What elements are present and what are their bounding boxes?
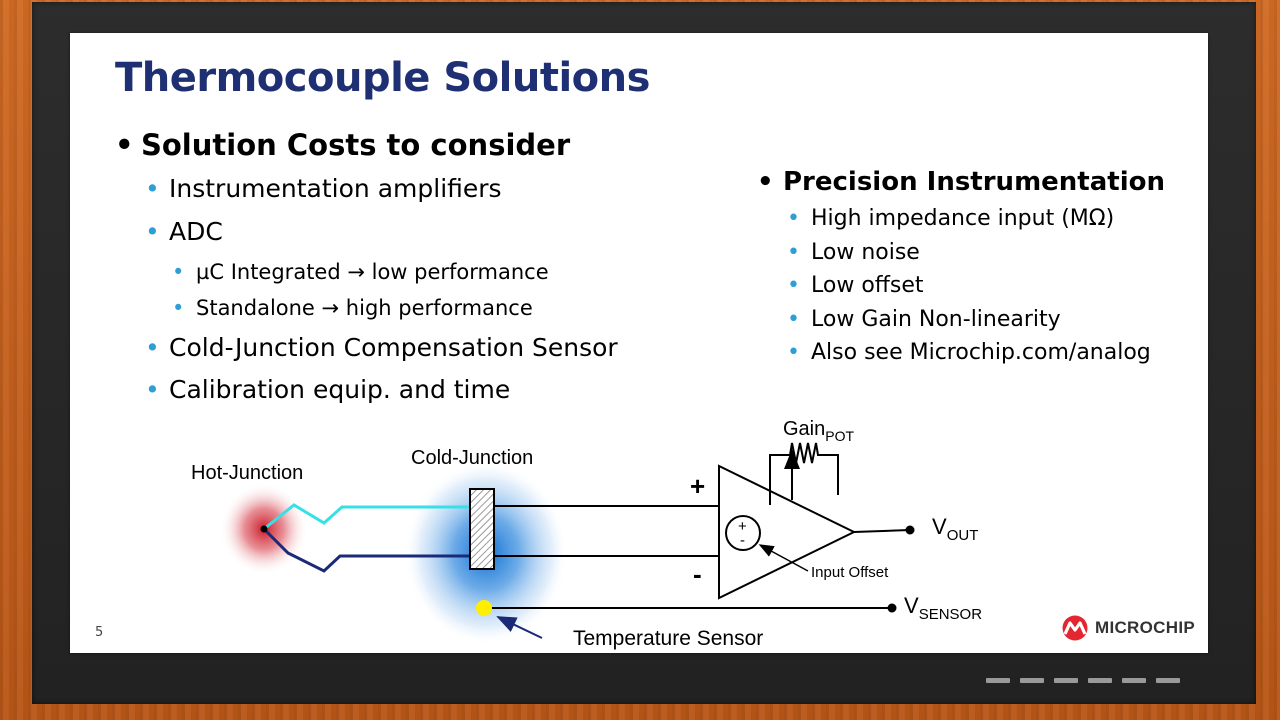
cost-item-calibration: Calibration equip. and time (145, 375, 510, 404)
costs-heading: Solution Costs to consider (115, 128, 570, 162)
microchip-logo-text: MICROCHIP (1095, 618, 1195, 637)
precision-item-offset: Low offset (787, 273, 923, 298)
gain-pot-label: GainPOT (783, 418, 854, 444)
cost-item-instrumentation: Instrumentation amplifiers (145, 174, 502, 203)
hot-junction-point (260, 525, 268, 533)
slide-number: 5 (95, 625, 104, 640)
cost-item-cjc: Cold-Junction Compensation Sensor (145, 333, 618, 362)
microchip-logo-icon (1062, 615, 1088, 641)
offset-plus-label: + (738, 518, 747, 535)
thermocouple-diagram: Hot-Junction Cold-Junction GainPOT + - +… (191, 418, 982, 650)
input-offset-arrow (758, 544, 809, 572)
hot-junction-label: Hot-Junction (191, 462, 303, 484)
precision-item-impedance: High impedance input (MΩ) (787, 206, 1114, 231)
adc-sub-integrated: µC Integrated → low performance (172, 260, 549, 284)
temperature-sensor (476, 600, 492, 616)
temperature-sensor-arrow (496, 616, 543, 639)
adc-sub-standalone: Standalone → high performance (172, 296, 533, 320)
precision-item-microchip-link: Also see Microchip.com/analog (787, 340, 1151, 365)
cold-junction-block (469, 488, 495, 570)
slide-title: Thermocouple Solutions (115, 55, 650, 101)
amp-plus-label: + (690, 471, 705, 501)
slide: Thermocouple Solutions Solution Costs to… (70, 33, 1208, 653)
input-offset-label: Input Offset (811, 564, 889, 581)
amp-minus-label: - (693, 559, 702, 589)
precision-heading: Precision Instrumentation (757, 167, 1165, 197)
vout-terminal (905, 525, 915, 535)
cold-junction-label: Cold-Junction (411, 447, 533, 469)
thermocouple-wire-positive (263, 503, 470, 531)
chalk-tray (986, 678, 1180, 683)
vout-label: VOUT (932, 514, 978, 544)
vsensor-label: VSENSOR (904, 593, 982, 623)
thermocouple-wire-negative (262, 527, 470, 573)
instrumentation-amplifier (718, 464, 857, 600)
vout-wire (853, 529, 911, 533)
precision-item-noise: Low noise (787, 240, 920, 265)
offset-minus-label: - (740, 532, 745, 549)
temperature-sensor-label: Temperature Sensor (573, 627, 763, 650)
vsensor-terminal (887, 603, 897, 613)
input-offset-source (725, 515, 761, 551)
precision-item-nonlinearity: Low Gain Non-linearity (787, 307, 1061, 332)
cost-item-adc: ADC (145, 217, 223, 246)
microchip-logo: MICROCHIP (1060, 615, 1195, 641)
